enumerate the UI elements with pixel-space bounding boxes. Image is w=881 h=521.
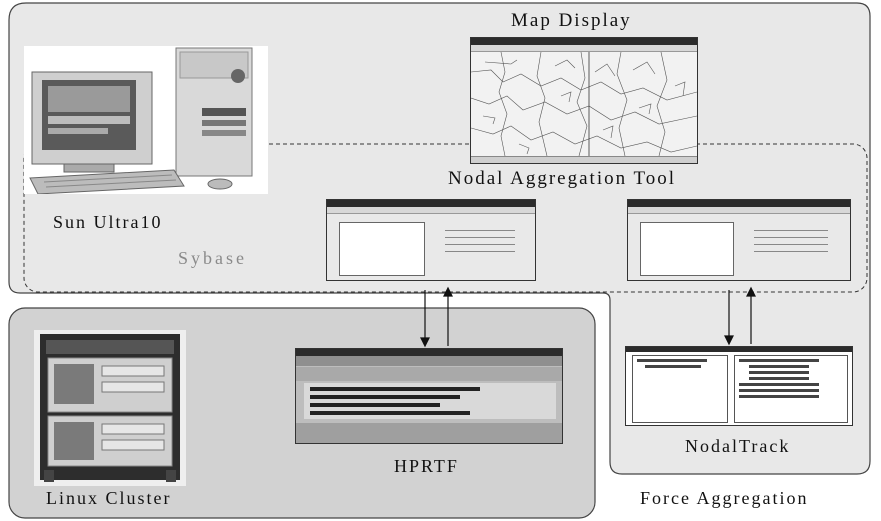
- linux-cluster-photo: [34, 330, 186, 486]
- nat-right-responsibility-list: [640, 222, 734, 276]
- hprtf-label: HPRTF: [394, 456, 459, 476]
- force-aggregation-label: Force Aggregation: [640, 488, 809, 508]
- sun-ultra10-label: Sun Ultra10: [53, 212, 163, 232]
- nat-right-menubar: [628, 207, 850, 214]
- map-window-statusbar: [471, 156, 697, 163]
- nat-right-interest-options: [754, 224, 828, 270]
- rack-illustration: [34, 330, 186, 486]
- nat-left-interest-options: [445, 224, 515, 270]
- nat-left-responsibility-list: [339, 222, 425, 276]
- nat-window-right: [627, 199, 851, 281]
- nodaltrack-titlebar: [626, 347, 852, 352]
- arrows-nat-hprtf: [420, 286, 453, 348]
- map-display-window: [470, 37, 698, 164]
- hprtf-titlebar: [296, 349, 562, 356]
- hprtf-timeline: [304, 383, 556, 419]
- hprtf-toolbar: [296, 356, 562, 366]
- map-window-menubar: [471, 45, 697, 52]
- hprtf-axis: [296, 423, 562, 443]
- nodal-aggregation-tool-label: Nodal Aggregation Tool: [448, 168, 677, 189]
- hprtf-controls: [296, 367, 562, 381]
- nat-window-left: [326, 199, 536, 281]
- workstation-illustration: [29, 47, 253, 195]
- nodaltrack-right-pane: [734, 355, 848, 423]
- nodal-track-label: NodalTrack: [685, 436, 791, 456]
- nodaltrack-left-pane: [632, 355, 728, 423]
- nat-left-titlebar: [327, 200, 535, 207]
- map-illustration: [471, 52, 697, 156]
- nat-left-menubar: [327, 207, 535, 214]
- linux-cluster-label: Linux Cluster: [46, 488, 172, 508]
- arrows-nat-nodaltrack: [724, 286, 756, 346]
- nat-right-titlebar: [628, 200, 850, 207]
- hprtf-window: [295, 348, 563, 444]
- sybase-label: Sybase: [178, 248, 247, 268]
- map-display-label: Map Display: [511, 10, 632, 31]
- nodaltrack-window: [625, 346, 853, 426]
- map-window-titlebar: [471, 38, 697, 45]
- sun-ultra10-photo: [24, 46, 268, 195]
